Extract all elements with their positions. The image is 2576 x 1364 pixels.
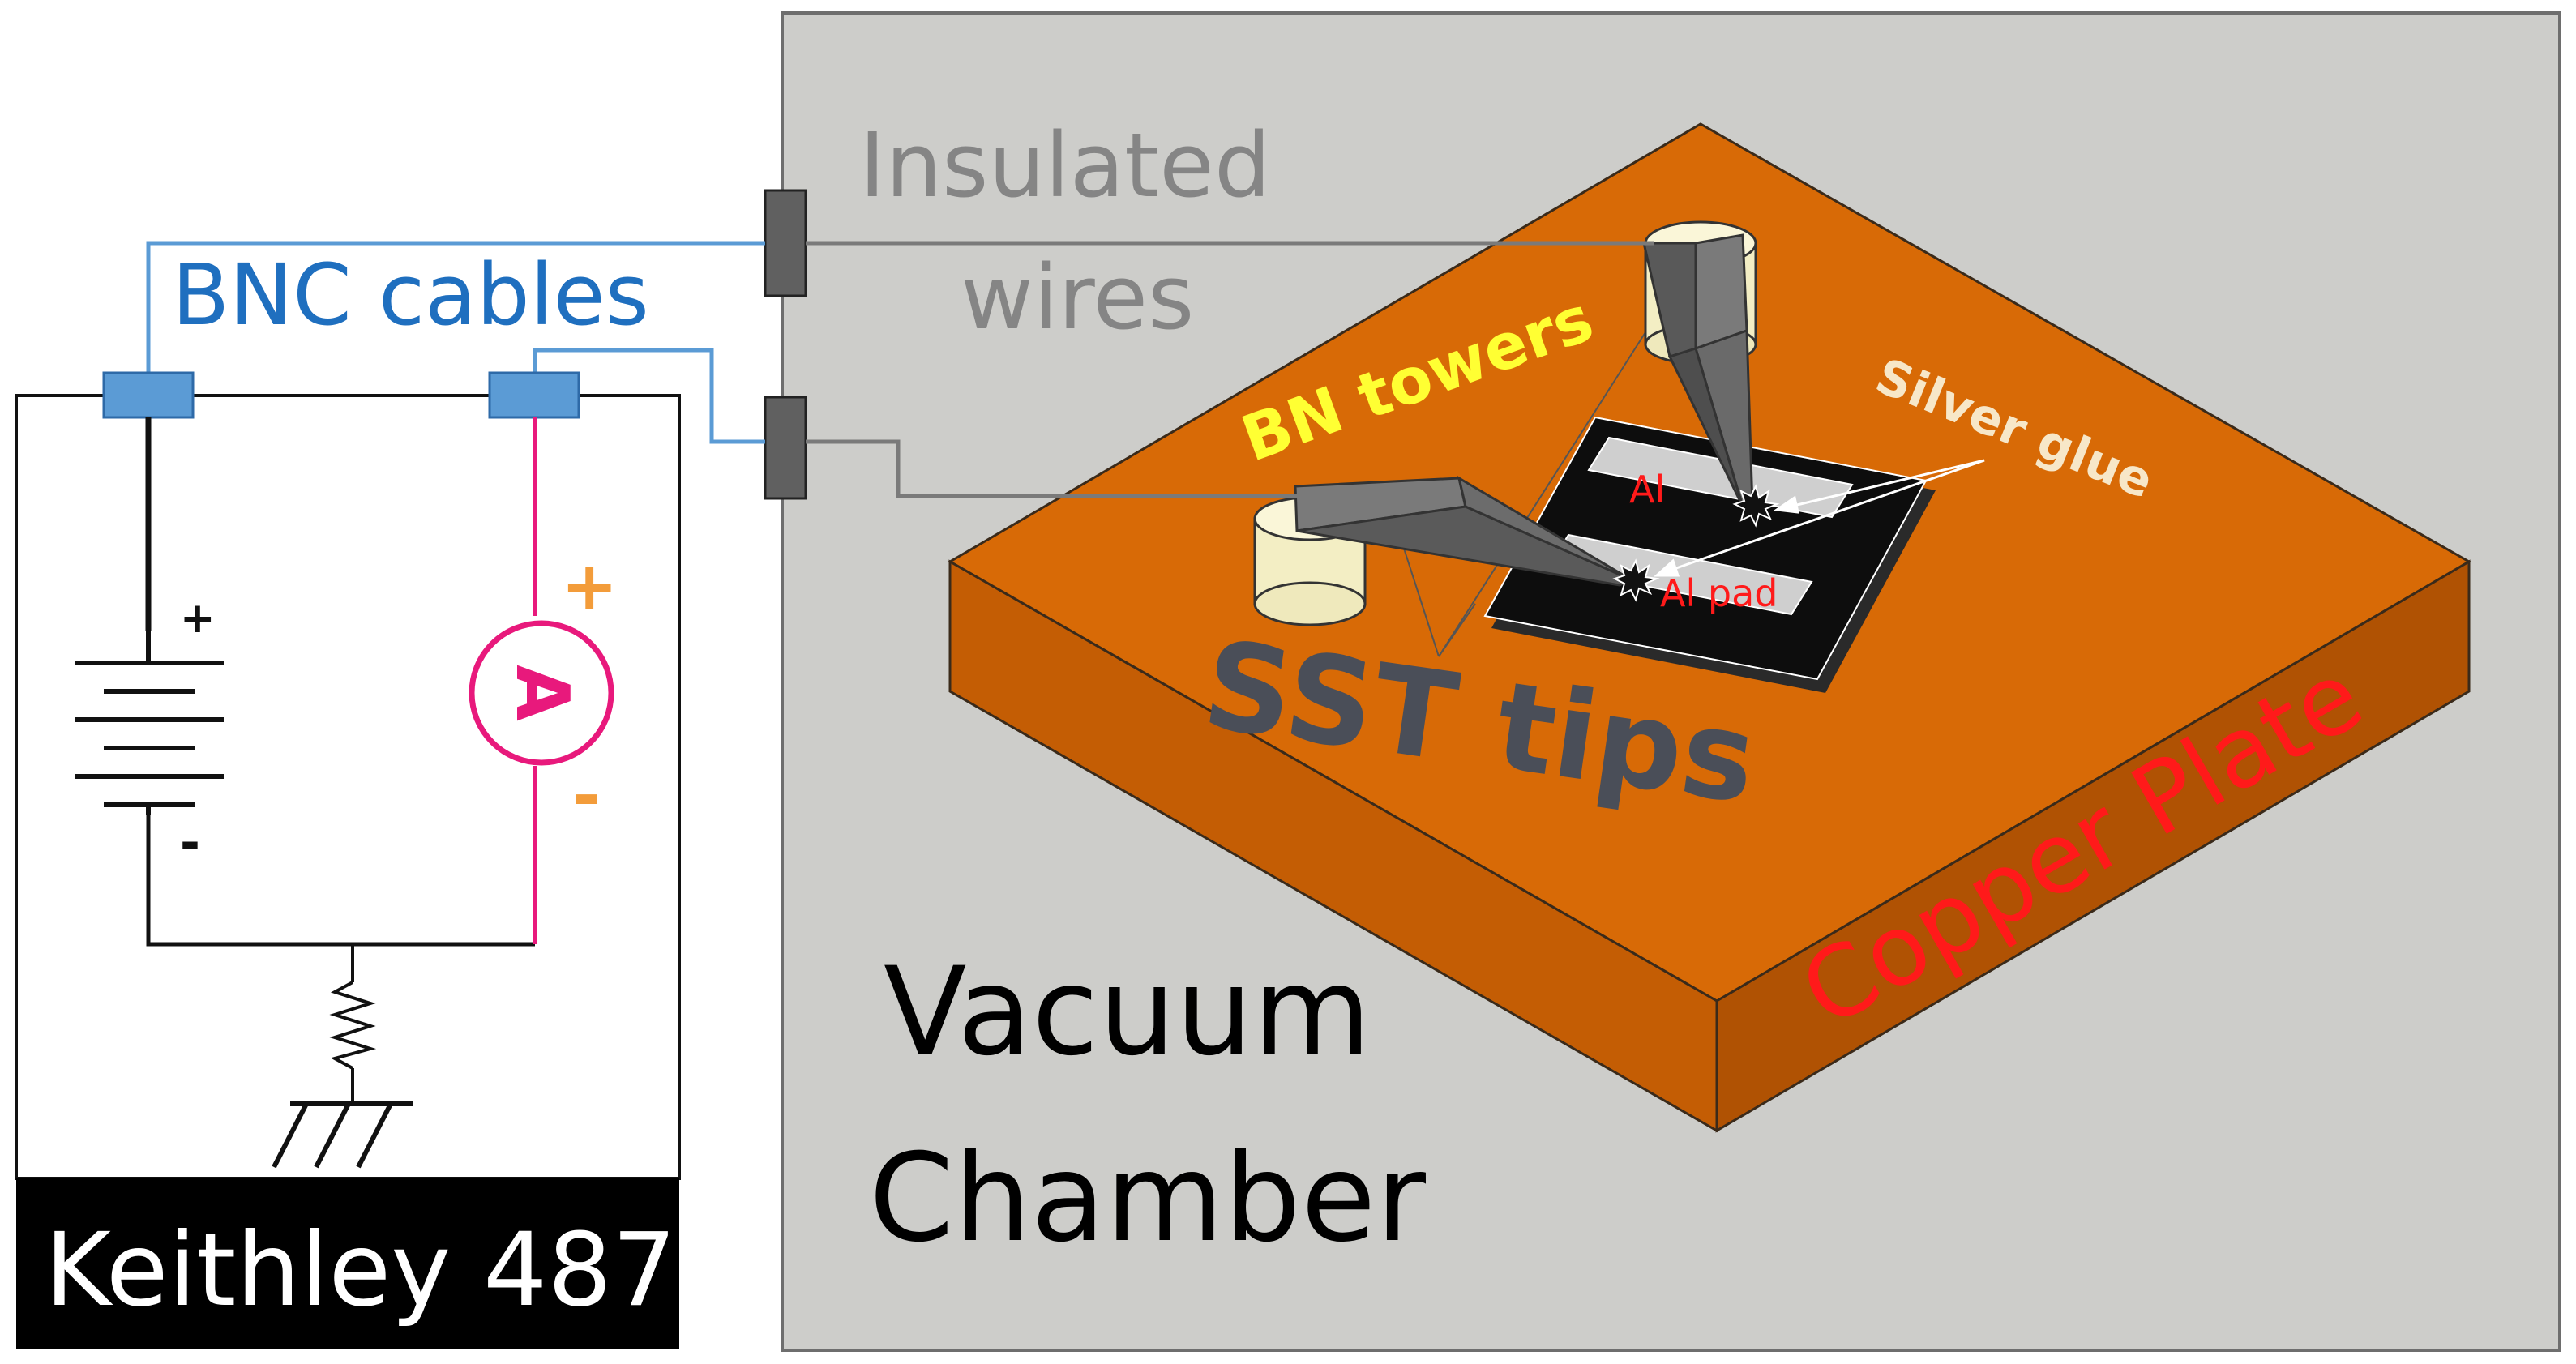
spark-icon [1732,484,1780,528]
al-label: Al [1629,468,1665,511]
battery-icon [75,631,224,815]
keithley-box [15,394,681,1180]
ammeter-icon [469,620,614,766]
feedthrough-icon [764,396,807,500]
ground-icon [272,1101,413,1169]
insulated-label-line2: wires [961,246,1194,349]
feedthrough-icon [764,189,807,297]
al-pad-label: Al pad [1660,571,1778,615]
resistor-icon [329,981,377,1070]
sst-tip-upper [1642,233,1754,508]
bnc-connector-icon [488,371,580,419]
battery-plus-label: + [180,594,216,643]
keithley-label-bar [16,1178,679,1349]
vacuum-label-line1: Vacuum [884,942,1371,1083]
vacuum-label-line2: Chamber [869,1128,1426,1269]
ammeter-letter: A [499,665,584,721]
insulated-label-line1: Insulated [859,113,1271,217]
keithley-label: Keithley 487 [45,1212,677,1329]
silver-glue-arrows [1654,459,1985,577]
copper-plate-side-right [1715,559,2471,1133]
battery-minus-label: - [180,815,200,871]
spark-icon [1612,558,1660,602]
bnc-cables-label: BNC cables [172,246,649,344]
bnc-connector-icon [102,371,195,419]
ammeter-minus-label: - [572,755,601,835]
bnc-cables [146,241,765,444]
sst-tip-lower [1294,475,1634,587]
ammeter-plus-label: + [561,546,618,626]
pointer-lines [1397,331,1646,657]
circuit-wires [145,417,537,1104]
insulated-wires [806,241,1654,498]
